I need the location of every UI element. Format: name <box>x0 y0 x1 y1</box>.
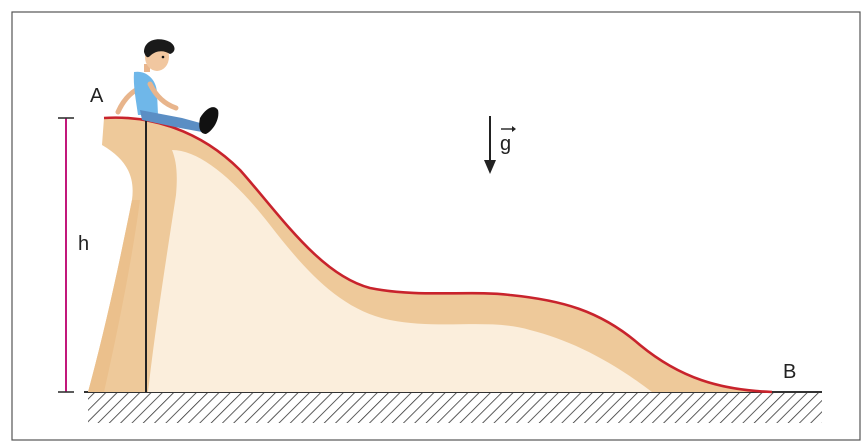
slide-track <box>103 116 773 394</box>
vector-bar-icon <box>501 126 516 132</box>
figure-frame <box>11 11 861 441</box>
gravity-arrow <box>484 116 496 174</box>
label-a: A <box>90 85 104 107</box>
label-b: B <box>783 361 796 383</box>
ground-hatch <box>88 393 822 423</box>
label-h: h <box>78 233 89 255</box>
height-marker <box>58 117 74 393</box>
slide-support <box>88 200 140 392</box>
gravity-label: g <box>500 133 511 155</box>
child-figure <box>115 39 219 134</box>
slide-inner <box>148 150 652 392</box>
